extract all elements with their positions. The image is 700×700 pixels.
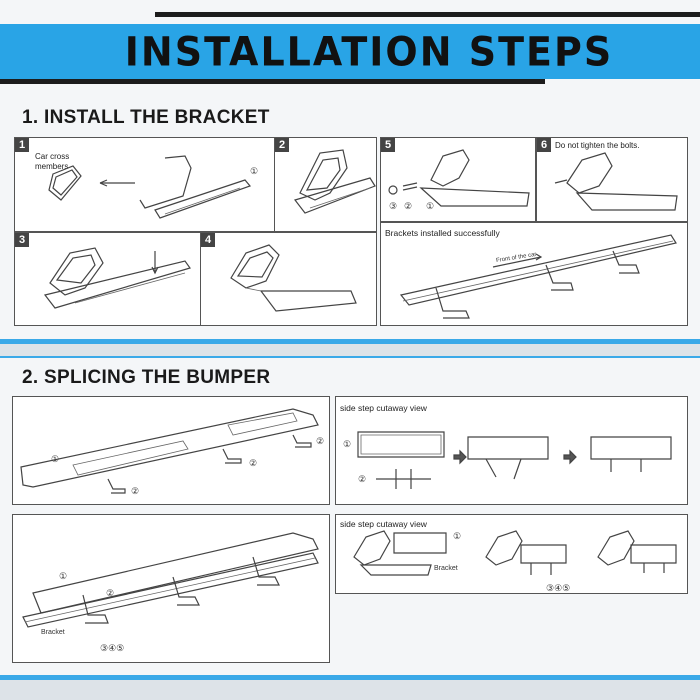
step5-part-3: ③ bbox=[389, 201, 398, 211]
panelB-marker-2: ② bbox=[358, 474, 367, 484]
result-panel: Brackets installed successfully Front of… bbox=[380, 222, 688, 326]
top-rule bbox=[155, 12, 700, 17]
panelC-marker-2: ② bbox=[106, 588, 115, 598]
panelA-marker-2c: ② bbox=[316, 436, 325, 446]
step2-panel: 2 bbox=[274, 137, 377, 232]
step6-caption: Do not tighten the bolts. bbox=[555, 141, 640, 150]
panelC-parts: ③④⑤ bbox=[100, 643, 125, 653]
step2-drawing bbox=[293, 149, 376, 214]
step3-number: 3 bbox=[15, 233, 29, 247]
step5-drawing bbox=[388, 149, 530, 207]
panelD-marker-1: ① bbox=[453, 531, 462, 541]
step1-drawing bbox=[48, 155, 252, 219]
panelD-caption: side step cutaway view bbox=[340, 519, 427, 529]
panelB-marker-1: ① bbox=[343, 439, 352, 449]
result-caption: Brackets installed successfully bbox=[385, 228, 500, 238]
footer-band bbox=[0, 680, 700, 700]
step5-panel: 5 ③ ② ① bbox=[380, 137, 536, 222]
section-stripe-bottom bbox=[0, 356, 700, 358]
step6-drawing bbox=[554, 152, 678, 211]
step6-panel: 6 Do not tighten the bolts. bbox=[536, 137, 688, 222]
section-stripe-top bbox=[0, 339, 700, 344]
step3-drawing bbox=[43, 247, 191, 309]
panelB-drawing bbox=[357, 431, 672, 489]
header-title-wrap: INSTALLATION STEPS bbox=[48, 28, 690, 76]
title-underline bbox=[0, 79, 545, 84]
section-separator bbox=[0, 344, 700, 358]
cutaway-panel-b: side step cutaway view ① ② bbox=[335, 396, 688, 505]
result-drawing bbox=[399, 234, 677, 319]
panelD-bracket-label: Bracket bbox=[434, 565, 458, 572]
step4-panel: 4 bbox=[200, 232, 377, 326]
step5-part-1: ① bbox=[426, 201, 435, 211]
panelD-parts: ③④⑤ bbox=[546, 583, 571, 593]
panelC-drawing bbox=[22, 532, 319, 628]
step1-caption: Car cross members bbox=[35, 152, 70, 171]
panelA-drawing bbox=[20, 408, 319, 494]
header-banner bbox=[0, 24, 700, 79]
panelC-marker-1: ① bbox=[59, 571, 68, 581]
step3-panel: 3 bbox=[14, 232, 201, 326]
step5-number: 5 bbox=[381, 138, 395, 152]
panelC-bracket-label: Bracket bbox=[41, 629, 65, 636]
bumper-panel-a: ① ② ② ② bbox=[12, 396, 330, 505]
page-title: INSTALLATION STEPS bbox=[124, 28, 614, 76]
section1-title: 1. INSTALL THE BRACKET bbox=[22, 107, 270, 128]
bumper-panel-c: ① ② Bracket ③④⑤ bbox=[12, 514, 330, 663]
step1-panel: 1 Car cross members ① bbox=[14, 137, 276, 232]
section2-title: 2. SPLICING THE BUMPER bbox=[22, 367, 271, 388]
step1-number: 1 bbox=[15, 138, 29, 152]
panelA-marker-2b: ② bbox=[249, 458, 258, 468]
step1-marker: ① bbox=[250, 166, 259, 176]
step5-part-2: ② bbox=[404, 201, 413, 211]
cutaway-panel-d: side step cutaway view ① Bracket ③④⑤ bbox=[335, 514, 688, 594]
footer-stripe bbox=[0, 675, 700, 680]
panelA-marker-1: ① bbox=[51, 454, 60, 464]
step2-number: 2 bbox=[275, 138, 289, 152]
panelB-caption: side step cutaway view bbox=[340, 403, 427, 413]
step4-number: 4 bbox=[201, 233, 215, 247]
step6-number: 6 bbox=[537, 138, 551, 152]
panelA-marker-2a: ② bbox=[131, 486, 140, 496]
panelD-drawing bbox=[353, 530, 677, 576]
step4-drawing bbox=[230, 244, 357, 312]
